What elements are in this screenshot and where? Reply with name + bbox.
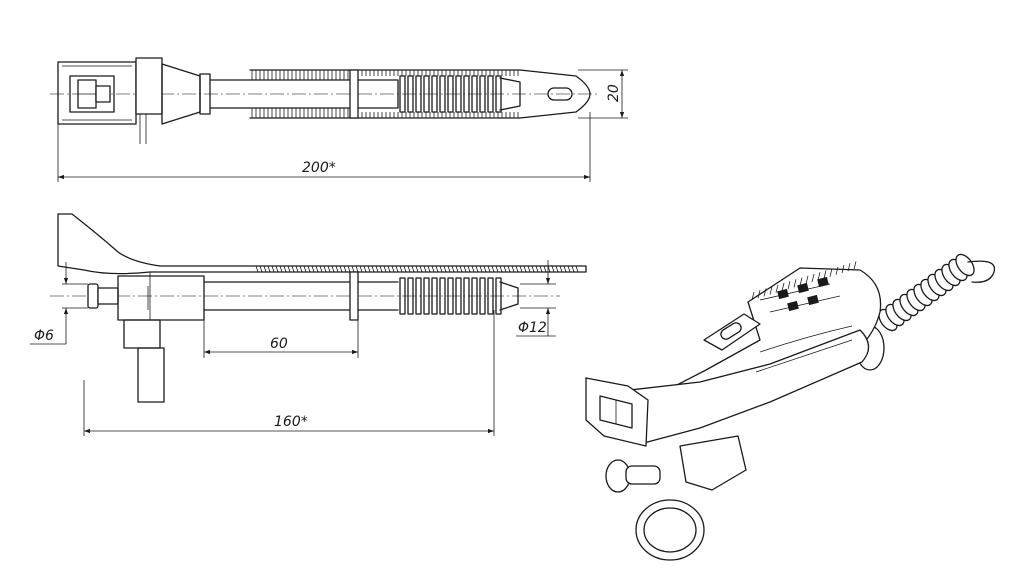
isometric-view: [585, 253, 996, 561]
side-length-label: 160*: [274, 414, 308, 430]
side-view: Φ6 Φ12 60 160*: [30, 213, 587, 436]
top-height-label: 20: [606, 84, 622, 102]
side-anchor-distance-label: 60: [270, 336, 288, 352]
side-large-diameter-label: Φ12: [518, 320, 547, 336]
side-small-diameter-label: Φ6: [34, 328, 54, 344]
top-view: 20 200*: [50, 57, 628, 182]
top-length-label: 200*: [302, 160, 336, 176]
